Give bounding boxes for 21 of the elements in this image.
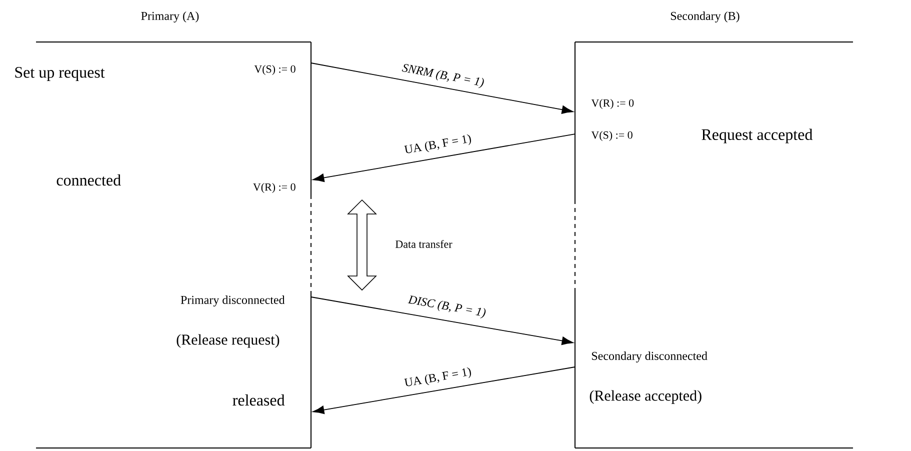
edge-label: DISC (B, P = 1): [406, 294, 488, 320]
text-label: (Release request): [176, 334, 280, 348]
text-label: V(R) := 0: [591, 99, 634, 109]
edge-label: SNRM (B, P = 1): [400, 62, 486, 90]
arrow: [312, 366, 576, 414]
text-label: V(S) := 0: [254, 65, 296, 75]
text-label: Data transfer: [396, 240, 452, 248]
text-label: Secondary disconnected: [592, 352, 708, 362]
text-label: Set up request: [15, 67, 105, 81]
text-label: (Release accepted): [590, 390, 702, 404]
text-label: connected: [56, 174, 121, 186]
arrow: [310, 296, 574, 345]
text-label: released: [232, 394, 285, 406]
text-label: Primary disconnected: [180, 296, 285, 306]
arrow: [312, 134, 576, 182]
edge-label: UA (B, F = 1): [402, 366, 474, 390]
edge-label: UA (B, F = 1): [402, 132, 474, 158]
text-label: Request accepted: [702, 128, 813, 144]
text-label: V(S) := 0: [591, 131, 632, 141]
text-label: V(R) := 0: [253, 183, 296, 193]
arrow: [310, 62, 574, 114]
